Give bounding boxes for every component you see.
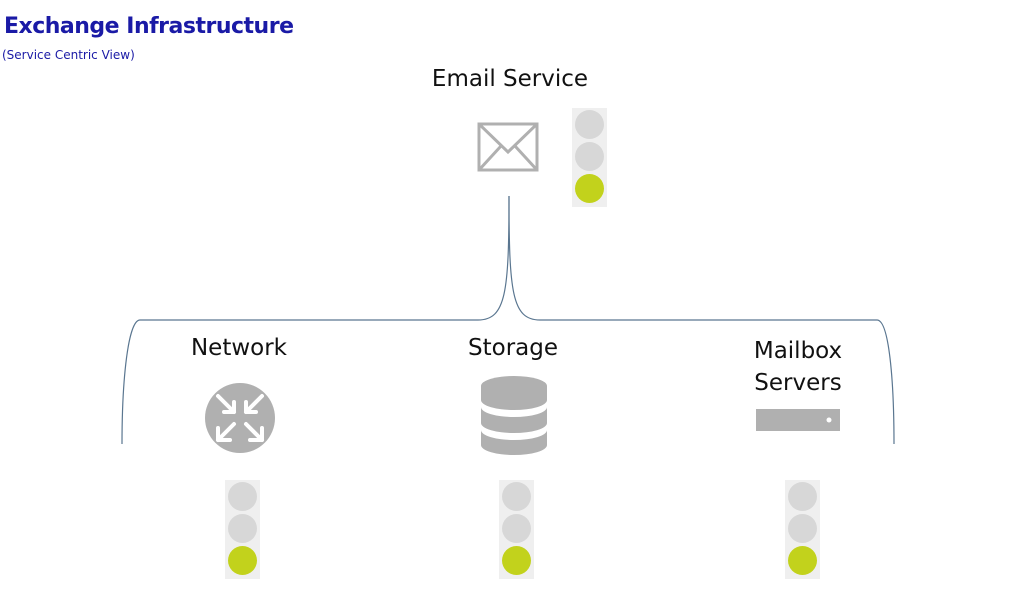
envelope-icon — [477, 122, 539, 177]
status-traffic-light — [225, 480, 260, 579]
status-lamp-green — [788, 546, 817, 575]
connector-path — [508, 195, 895, 445]
status-lamp-red — [788, 482, 817, 511]
root-label: Email Service — [431, 66, 589, 92]
status-traffic-light — [785, 480, 820, 579]
status-lamp-yellow — [575, 142, 604, 171]
status-lamp-green — [228, 546, 257, 575]
network-label: Network — [190, 335, 288, 361]
status-traffic-light — [572, 108, 607, 207]
connector-path — [121, 195, 510, 445]
storage-label: Storage — [468, 335, 558, 361]
status-lamp-red — [502, 482, 531, 511]
status-lamp-green — [575, 174, 604, 203]
server-icon — [755, 408, 841, 437]
status-lamp-yellow — [502, 514, 531, 543]
status-lamp-yellow — [788, 514, 817, 543]
status-lamp-yellow — [228, 514, 257, 543]
page-subtitle: (Service Centric View) — [2, 48, 135, 62]
page-title: Exchange Infrastructure — [4, 14, 294, 39]
mailbox-servers-label: Mailbox Servers — [753, 338, 843, 396]
status-traffic-light — [499, 480, 534, 579]
network-switch-icon — [204, 382, 276, 459]
status-lamp-red — [228, 482, 257, 511]
status-lamp-green — [502, 546, 531, 575]
status-lamp-red — [575, 110, 604, 139]
database-icon — [479, 376, 549, 461]
